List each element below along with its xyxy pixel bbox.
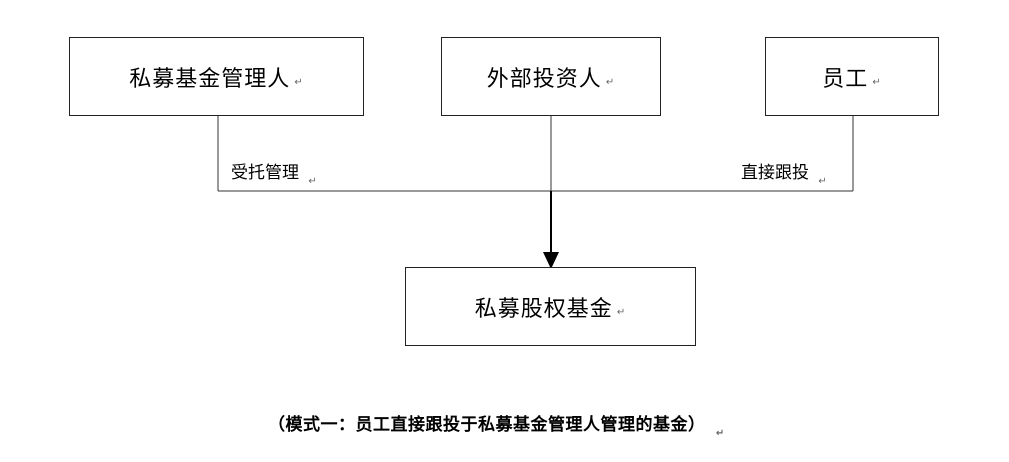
fund-box: 私募股权基金 ↵ — [405, 267, 696, 346]
manager-label: 私募基金管理人 — [129, 66, 291, 92]
employee-edge-text: 直接跟投 — [741, 163, 809, 183]
paragraph-mark-icon: ↵ — [308, 176, 317, 187]
manager-edge-label: 受托管理 ↵ — [231, 158, 317, 187]
paragraph-mark-icon: ↵ — [605, 77, 616, 88]
arrow-head — [543, 252, 559, 269]
paragraph-mark-icon: ↵ — [616, 307, 627, 318]
fund-label: 私募股权基金 — [474, 296, 613, 322]
employee-edge-label: 直接跟投 ↵ — [741, 158, 827, 187]
employee-box: 员工 ↵ — [765, 37, 939, 116]
paragraph-mark-icon: ↵ — [872, 77, 882, 88]
paragraph-mark-icon: ↵ — [818, 176, 827, 187]
caption-text: （模式一：员工直接跟投于私募基金管理人管理的基金） — [268, 415, 706, 435]
paragraph-mark-icon: ↵ — [294, 77, 304, 88]
external-investor-box: 外部投资人 ↵ — [441, 37, 661, 116]
external-investor-label: 外部投资人 — [486, 66, 602, 92]
manager-box: 私募基金管理人 ↵ — [69, 37, 364, 116]
diagram-caption: （模式一：员工直接跟投于私募基金管理人管理的基金） ↵ — [268, 410, 725, 439]
manager-edge-text: 受托管理 — [231, 163, 299, 183]
paragraph-mark-icon: ↵ — [715, 428, 725, 439]
employee-label: 员工 — [822, 66, 869, 92]
